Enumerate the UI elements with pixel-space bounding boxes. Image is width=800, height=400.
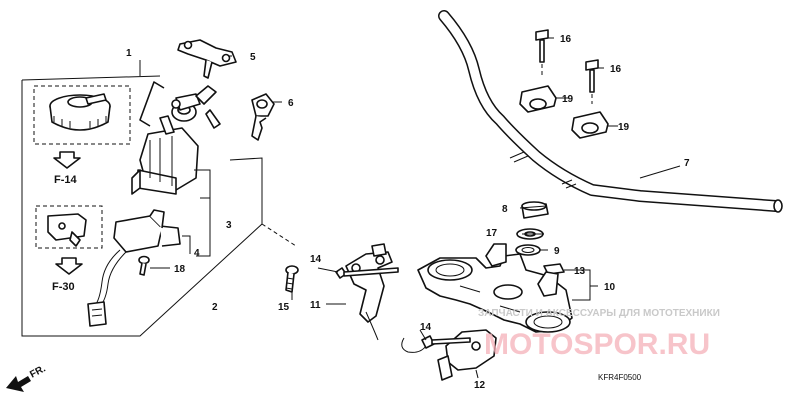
callout-11: 11 (310, 300, 321, 311)
callout-19-left: 19 (562, 94, 574, 105)
callout-4: 4 (194, 248, 200, 259)
bolt-14-upper (335, 267, 399, 279)
spare-key (251, 93, 275, 141)
ref-arrow-f30 (55, 257, 83, 275)
callout-16-left: 16 (560, 34, 572, 45)
ignition-switch (131, 81, 221, 195)
callout-5: 5 (250, 52, 256, 63)
watermark-brand: MOTOSPOR.RU (484, 328, 710, 361)
callout-2: 2 (212, 302, 218, 313)
callout-18: 18 (174, 264, 186, 275)
callout-6: 6 (288, 98, 294, 109)
top-bridge (417, 243, 573, 333)
callout-15: 15 (278, 302, 290, 313)
handlebar (438, 10, 783, 213)
callout-13: 13 (574, 266, 586, 277)
bolt-15 (285, 265, 299, 293)
callout-8: 8 (502, 204, 508, 215)
holder-right (571, 59, 609, 139)
bolt-14-lower (421, 335, 471, 349)
diagram-code: KFR4F0500 (598, 373, 642, 382)
screw-18 (138, 255, 150, 276)
callout-16-right: 16 (610, 64, 622, 75)
front-direction-label: FR. (28, 363, 48, 380)
bracket-12 (401, 329, 497, 381)
callout-3: 3 (226, 220, 232, 231)
callout-14-lower: 14 (420, 322, 432, 333)
callout-1: 1 (126, 48, 132, 59)
mount-bracket (177, 39, 237, 79)
callout-17: 17 (486, 228, 498, 239)
switch-inset (35, 205, 103, 249)
callout-14-upper: 14 (310, 254, 322, 265)
switch-with-wire (87, 209, 181, 327)
holder-left (519, 29, 557, 113)
bracket-11 (345, 243, 393, 341)
callout-9: 9 (554, 246, 560, 257)
ref-arrow-f14 (53, 151, 81, 169)
ref-label-f30: F-30 (52, 281, 75, 293)
front-direction-arrow: FR. (6, 363, 48, 392)
callout-7: 7 (684, 158, 690, 169)
callout-12: 12 (474, 380, 486, 391)
fuel-cap-inset (33, 85, 131, 145)
ignition-assembly-frame (21, 60, 297, 337)
ref-label-f14: F-14 (54, 174, 78, 186)
callout-10: 10 (604, 282, 616, 293)
callout-19-right: 19 (618, 122, 630, 133)
watermark-tagline: ЗАПЧАСТИ И АКСЕССУАРЫ ДЛЯ МОТОТЕХНИКИ (478, 308, 720, 319)
leader-lines (150, 37, 681, 379)
